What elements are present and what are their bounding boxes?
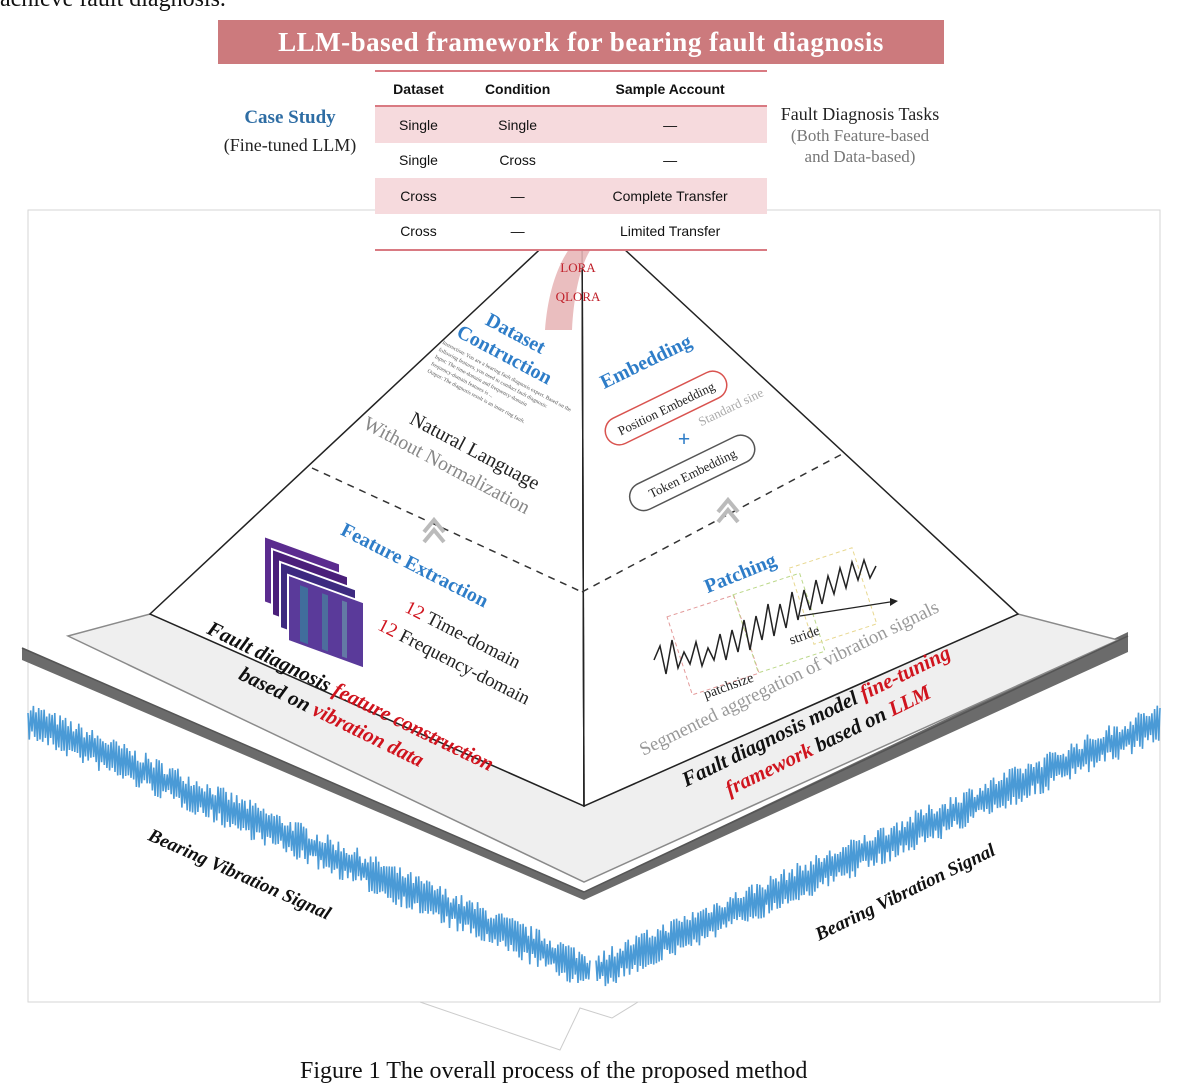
col-sample-account: Sample Account (573, 70, 767, 107)
vibration-signal-right (595, 705, 1161, 987)
table-row: Cross — Complete Transfer (375, 178, 767, 214)
plus-icon: + (678, 426, 691, 451)
signal-label-right: Bearing Vibration Signal (811, 840, 999, 946)
tasks-title: Fault Diagnosis Tasks (780, 104, 940, 124)
qlora-label: QLORA (556, 289, 601, 304)
table-row: Single Single — (375, 106, 767, 143)
right-chevron-up-icon (716, 496, 740, 524)
col-condition: Condition (461, 70, 574, 107)
lora-label: LORA (560, 260, 596, 275)
case-study-title: Case Study (244, 107, 336, 128)
vibration-signal-left (27, 705, 591, 984)
case-study-label: Case Study (Fine-tuned LLM) (210, 107, 370, 156)
framework-banner-title: LLM-based framework for bearing fault di… (218, 20, 944, 64)
patched-waveform-icon (653, 547, 898, 696)
table-row: Cross — Limited Transfer (375, 213, 767, 251)
case-study-table: Dataset Condition Sample Account Single … (375, 70, 767, 251)
spectrogram-stack-icon (263, 534, 365, 670)
fault-diagnosis-tasks-label: Fault Diagnosis Tasks (Both Feature-base… (770, 104, 950, 167)
left-chevron-up-icon (422, 516, 446, 544)
intro-text-fragment: achieve fault diagnosis. (0, 0, 226, 13)
tasks-line1: (Both Feature-based (790, 126, 930, 145)
right-divider (581, 451, 847, 593)
figure-caption: Figure 1 The overall process of the prop… (300, 1058, 808, 1084)
case-study-subtitle: (Fine-tuned LLM) (223, 135, 357, 155)
table-row: Single Cross — (399, 152, 678, 169)
col-dataset: Dataset (375, 70, 462, 107)
tasks-line2: and Data-based) (804, 147, 916, 166)
left-divider (311, 467, 583, 593)
